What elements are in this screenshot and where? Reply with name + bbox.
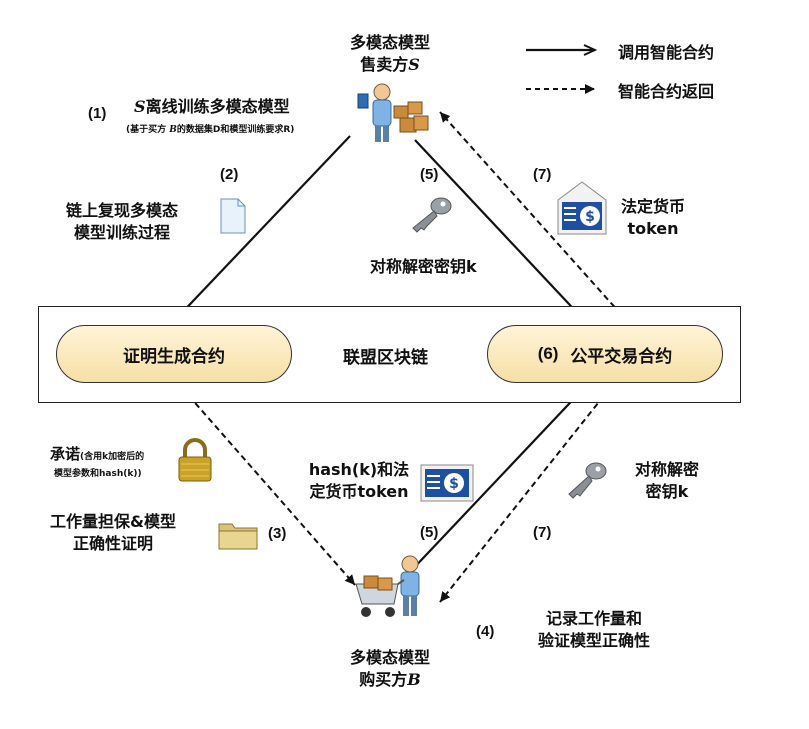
legend-call-label: 调用智能合约 (618, 43, 715, 62)
buyer-title: 多模态模型 购买方B (349, 648, 430, 689)
step1-subtext: (基于买方 B的数据集D和模型训练要求R) (126, 125, 295, 135)
fair-trade-contract[interactable]: (6) 公平交易合约 (487, 325, 723, 383)
step4-number: (4) (476, 623, 495, 640)
promise-subtext: 模型参数和hash(k)) (54, 469, 142, 479)
step3-text: 工作量担保&模型 正确性证明 (50, 512, 176, 553)
step5-bottom-number: (5) (420, 524, 439, 541)
blockchain-label: 联盟区块链 (343, 348, 428, 368)
step5-top-text: 对称解密密钥k (370, 257, 477, 276)
arrow-trade-to-buyer (439, 387, 611, 603)
legend-return-label: 智能合约返回 (618, 82, 715, 101)
step5-bottom-text: hash(k)和法 定货币token (308, 460, 410, 501)
money-envelope-icon: $ (557, 181, 607, 235)
step5-top-number: (5) (420, 166, 439, 183)
document-icon (220, 198, 246, 234)
step1-number: (1) (88, 105, 107, 122)
proof-generation-contract[interactable]: 证明生成合约 (56, 325, 292, 383)
arrow-trade-to-seller (439, 111, 629, 323)
promise-label: 承诺(含用k加密后的 (50, 445, 145, 463)
buyer-cart-icon (355, 555, 420, 617)
folder-icon (218, 523, 258, 550)
step7-bottom-text: 对称解密 密钥k (634, 460, 699, 501)
arrow-seller-to-proof (175, 135, 351, 320)
key-icon-bottom (568, 462, 607, 499)
svg-text:$: $ (449, 476, 459, 492)
step2-text: 链上复现多模态 模型训练过程 (66, 201, 179, 242)
step7-top-text: 法定货币 token (620, 197, 685, 238)
arrow-seller-to-trade (414, 139, 584, 320)
step7-top-number: (7) (533, 166, 552, 183)
arrow-proof-to-buyer (181, 387, 356, 586)
money-icon: $ (420, 464, 474, 502)
lock-icon (178, 438, 212, 482)
svg-text:$: $ (585, 209, 595, 225)
seller-title: 多模态模型 售卖方S (349, 33, 430, 74)
arrow-buyer-to-trade (409, 388, 584, 573)
key-icon (412, 197, 452, 233)
step2-number: (2) (220, 166, 239, 183)
step1-text: S离线训练多模态模型 (134, 97, 290, 116)
seller-person-icon (357, 83, 429, 142)
step7-bottom-number: (7) (533, 524, 552, 541)
step3-number: (3) (268, 525, 287, 542)
step4-text: 记录工作量和 验证模型正确性 (538, 609, 651, 650)
